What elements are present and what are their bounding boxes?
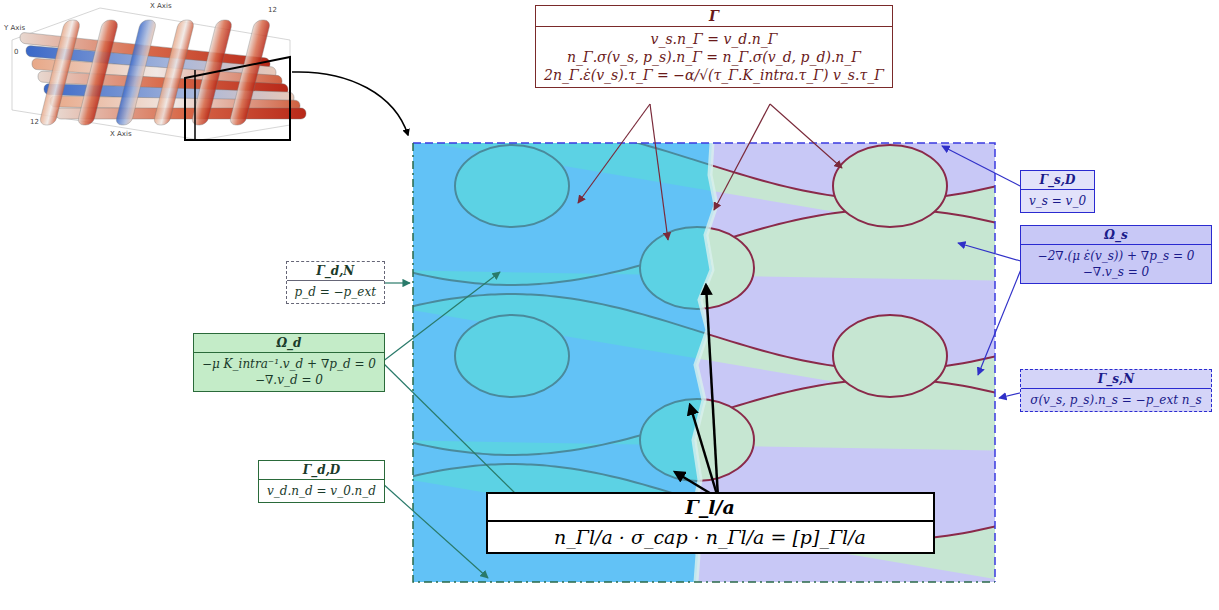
interface-arrows [675,285,718,498]
axis-label: Y Axis [4,24,25,32]
interface-box: Γv_s.n_Γ = v_d.n_Γn_Γ.σ(v_s, p_s).n_Γ = … [535,5,893,88]
axis-label: X Axis [150,2,172,10]
equation: v_s = v_0 [1021,193,1094,212]
axis-label: X Axis [110,130,132,138]
section-box-edge [194,70,196,140]
equation: n_Γl/a · σ_cap · n_Γl/a = [p]_Γl/a [488,525,933,552]
condition-box: Γ_d,D v_d.n_d = v_0.n_d [258,460,385,503]
axis-label: 0 [14,48,18,56]
boundary-name: Ω_s [1021,226,1211,245]
boundary-name: Γ_s,N [1021,370,1211,389]
leader-lines [382,104,1024,578]
equation: −2∇.(μ ε̇(v_s)) + ∇p_s = 0 [1021,248,1211,264]
interface-box: Γ_l/a n_Γl/a · σ_cap · n_Γl/a = [p]_Γl/a [486,492,935,554]
boundary-name: Ω_d [194,334,384,353]
section-box [185,57,290,140]
cross-section [413,143,995,582]
stokes-border [413,143,995,582]
fabric-render [12,8,306,140]
zoom-arrow [292,72,408,135]
condition-box: Γ_d,N p_d = −p_ext [286,261,385,304]
equation: σ(v_s, p_s).n_s = −p_ext n_s [1021,392,1211,411]
equation: p_d = −p_ext [287,284,384,303]
equation: v_d.n_d = v_0.n_d [259,483,384,502]
equation: −∇.v_d = 0 [194,372,384,391]
condition-box: Ω_s −2∇.(μ ε̇(v_s)) + ∇p_s = 0−∇.v_s = 0 [1020,225,1212,284]
axis-label: 12 [30,118,39,126]
boundary-name: Γ_d,N [287,262,384,281]
boundary-name: Γ_d,D [259,461,384,480]
boundary-name: Γ_l/a [488,494,933,522]
condition-box: Ω_d −μ K_intra⁻¹.v_d + ∇p_d = 0−∇.v_d = 0 [193,333,385,392]
darcy-border [413,143,995,582]
axis-label: 12 [268,6,277,14]
equation: n_Γ.σ(v_s, p_s).n_Γ = n_Γ.σ(v_d, p_d).n_… [536,48,892,66]
equation: −μ K_intra⁻¹.v_d + ∇p_d = 0 [194,356,384,372]
condition-box: Γ_s,N σ(v_s, p_s).n_s = −p_ext n_s [1020,369,1212,412]
boundary-name: Γ_s,D [1021,171,1094,190]
equation: −∇.v_s = 0 [1021,264,1211,283]
condition-box: Γ_s,D v_s = v_0 [1020,170,1095,213]
boundary-name: Γ [536,6,892,27]
equation: 2n_Γ.ε̇(v_s).τ_Γ = −α/√(τ_Γ.K_intra.τ_Γ)… [536,66,892,87]
equation: v_s.n_Γ = v_d.n_Γ [536,30,892,48]
